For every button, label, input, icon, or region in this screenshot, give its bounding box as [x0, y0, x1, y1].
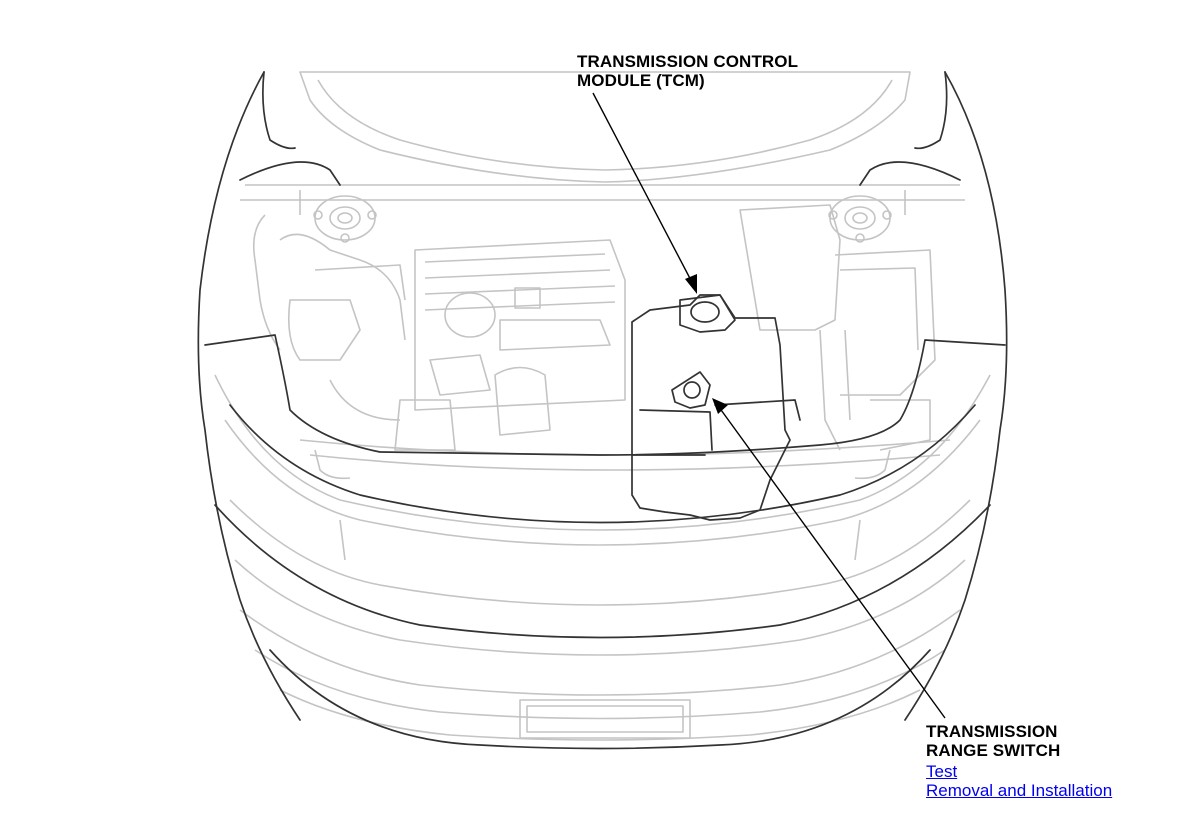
tcm-callout-line1: TRANSMISSION CONTROL: [577, 52, 799, 71]
test-link[interactable]: Test: [926, 762, 958, 781]
range-switch-callout-line1: TRANSMISSION: [926, 722, 1058, 741]
tcm-leader-line: [592, 92, 696, 289]
range-switch-arrowhead: [712, 398, 728, 414]
tcm-arrowhead: [685, 274, 697, 294]
tcm-callout-line2: MODULE (TCM): [577, 71, 705, 90]
removal-installation-link[interactable]: Removal and Installation: [926, 781, 1113, 800]
range-switch-leader-line: [715, 402, 946, 719]
leader-arrowheads: [685, 274, 728, 414]
range-switch-callout-line2: RANGE SWITCH: [926, 741, 1061, 760]
range-switch-callout: TRANSMISSION RANGE SWITCH: [926, 722, 1060, 760]
tcm-callout: TRANSMISSION CONTROL MODULE (TCM): [577, 52, 798, 90]
vehicle-outline: [197, 71, 1008, 750]
leader-lines: [592, 92, 946, 719]
engine-bay-details: [214, 71, 991, 741]
